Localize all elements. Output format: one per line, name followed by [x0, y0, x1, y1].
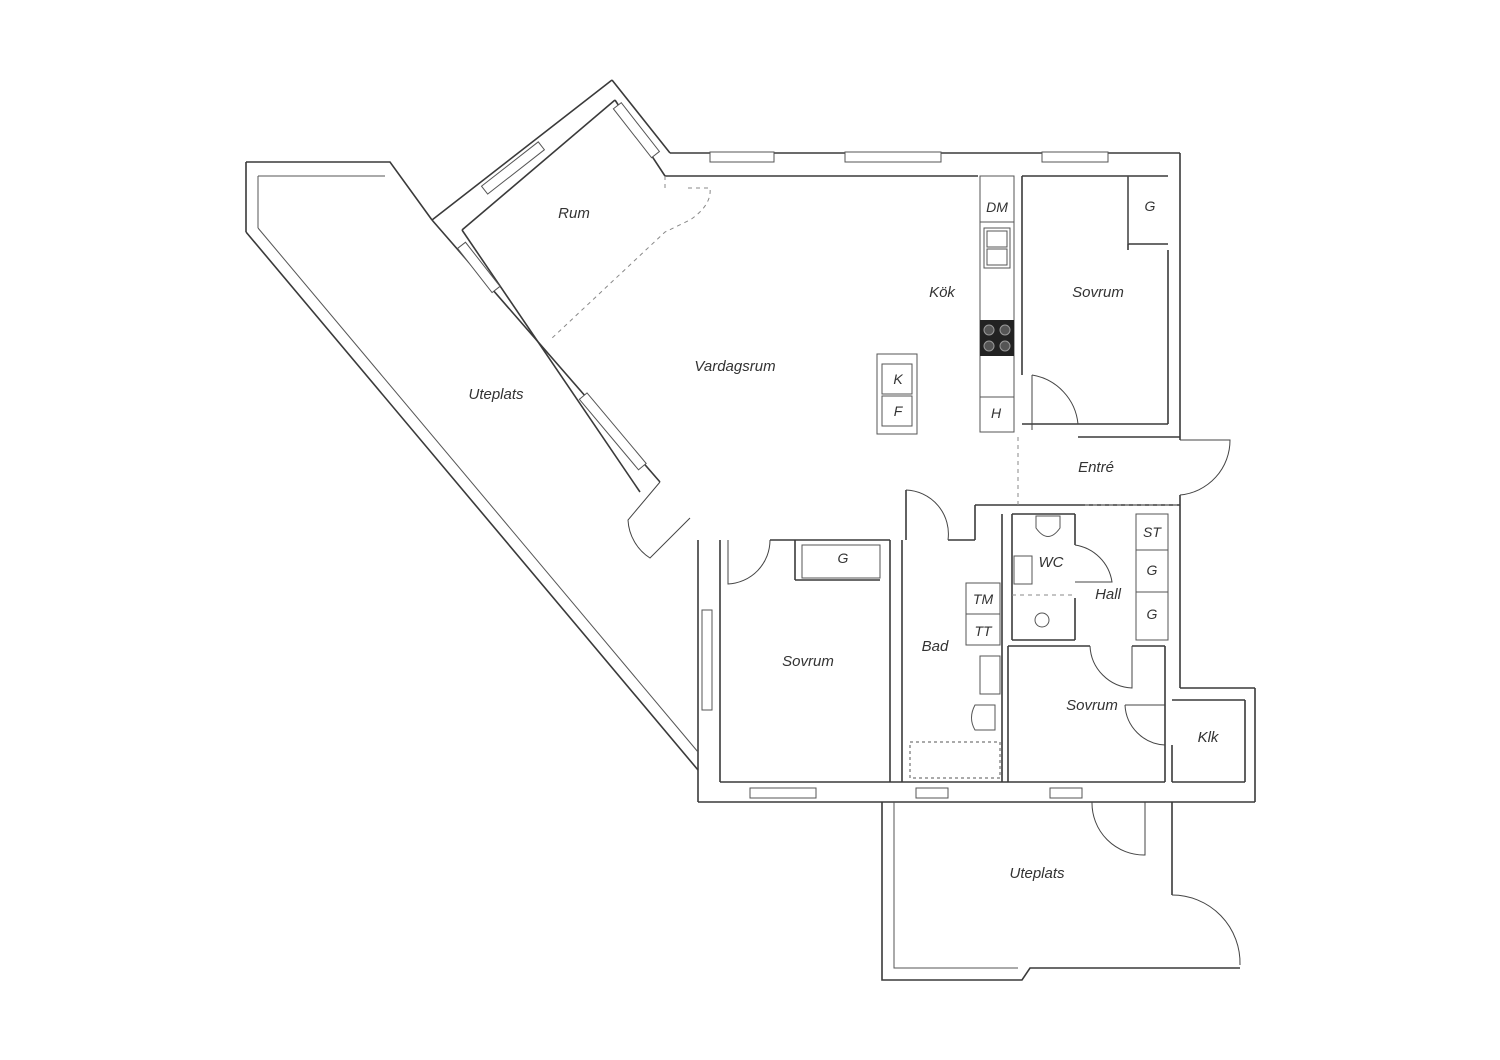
fixture-label-g-hall-1: G: [1147, 562, 1158, 578]
fixture-label-st: ST: [1143, 524, 1162, 540]
fixture-label-g-hall-2: G: [1147, 606, 1158, 622]
room-label-entre: Entré: [1078, 459, 1114, 476]
kitchen-counter: [876, 175, 1015, 435]
fixture-label-f: F: [894, 403, 904, 419]
room-label-uteplats-bottom: Uteplats: [1009, 865, 1065, 882]
bathroom-fixtures: [909, 515, 1061, 779]
room-label-bad: Bad: [922, 638, 949, 655]
fixture-label-k: K: [893, 371, 903, 387]
room-label-klk: Klk: [1198, 729, 1220, 746]
room-labels: Rum Vardagsrum Kök Sovrum Uteplats Entré…: [468, 205, 1219, 882]
room-label-uteplats-left: Uteplats: [468, 386, 524, 403]
outer-walls: [431, 79, 1256, 803]
door-swings: [627, 374, 1241, 966]
windows: [456, 101, 1109, 799]
terrace-bottom: [881, 802, 1240, 981]
room-label-sovrum-right: Sovrum: [1066, 697, 1118, 714]
room-label-rum: Rum: [558, 205, 590, 222]
wc-sink-icon: [1013, 555, 1033, 585]
sink-icon: [983, 227, 1011, 269]
bathtub-icon: [909, 741, 1001, 779]
wc-toilet-icon: [1035, 515, 1061, 537]
stove-icon: [980, 320, 1014, 356]
bathroom-sink-icon: [979, 655, 1001, 695]
fixture-label-tt: TT: [974, 623, 993, 639]
room-label-hall: Hall: [1095, 586, 1122, 603]
closets: [801, 176, 1169, 646]
fixture-label-g-sovrum-left: G: [838, 550, 849, 566]
room-label-vardagsrum: Vardagsrum: [694, 358, 775, 375]
room-label-kok: Kök: [929, 284, 956, 301]
fixture-label-h: H: [991, 405, 1002, 421]
dashed-boundaries: [549, 176, 1180, 596]
toilet-icon: [971, 704, 996, 731]
fixture-label-dm: DM: [986, 199, 1008, 215]
fixture-label-tm: TM: [973, 591, 994, 607]
fixture-labels: DM K F H G G ST G G TM TT: [838, 198, 1163, 639]
room-label-sovrum-top: Sovrum: [1072, 284, 1124, 301]
terrace-left: [245, 161, 699, 771]
room-label-sovrum-left: Sovrum: [782, 653, 834, 670]
fixture-label-g-sovrum-top: G: [1145, 198, 1156, 214]
room-label-wc: WC: [1039, 554, 1064, 571]
